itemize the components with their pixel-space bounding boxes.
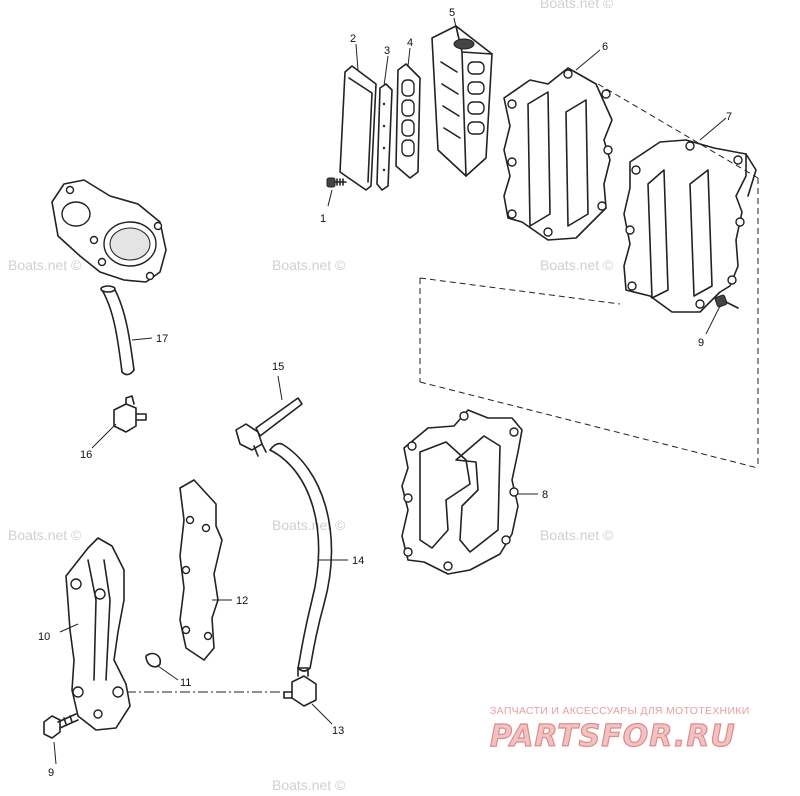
part-fitting-15	[235, 397, 303, 457]
callout-13: 13	[332, 725, 344, 737]
brand-logo: ЗАПЧАСТИ И АКСЕССУАРЫ ДЛЯ МОТОТЕХНИКИ PA…	[489, 705, 750, 755]
callout-9-lower: 9	[48, 767, 54, 779]
watermark: Boats.net ©	[272, 517, 346, 533]
callout-3: 3	[384, 45, 390, 57]
callout-6: 6	[602, 41, 608, 53]
part-plate-12	[179, 479, 223, 661]
watermark: Boats.net ©	[272, 257, 346, 273]
part-fitting-13	[283, 667, 317, 707]
part-cover	[51, 179, 167, 283]
callout-16: 16	[80, 449, 92, 461]
callout-9-upper: 9	[698, 337, 704, 349]
watermark: Boats.net ©	[540, 0, 614, 11]
callout-17: 17	[156, 333, 168, 345]
part-gasket-8	[401, 409, 523, 575]
callout-2: 2	[350, 33, 356, 45]
part-reed-petals-4	[395, 63, 421, 179]
callout-11: 11	[180, 677, 191, 689]
callout-5: 5	[449, 7, 455, 19]
watermark: Boats.net ©	[8, 527, 82, 543]
callout-10: 10	[38, 631, 50, 643]
alignment-lines	[126, 83, 759, 693]
part-reed-block-5	[431, 25, 493, 177]
part-screw-1	[326, 177, 347, 188]
watermark: Boats.net ©	[8, 257, 82, 273]
callout-1: 1	[320, 213, 326, 225]
part-screw-9-upper	[714, 294, 739, 309]
part-gasket-6	[503, 67, 613, 241]
callout-14: 14	[352, 555, 364, 567]
leader-lines	[53, 17, 727, 765]
callout-15: 15	[272, 361, 284, 373]
callout-12: 12	[236, 595, 248, 607]
callout-7: 7	[726, 111, 732, 123]
watermark: Boats.net ©	[540, 257, 614, 273]
part-adapter-plate-7	[623, 139, 757, 313]
part-hose-14	[269, 442, 333, 672]
callout-numbers: 1 2 3 4 5 6 7 8 9 9 10 11 12 13 14 15 16…	[38, 7, 732, 779]
brand-logo-text: PARTSFOR.RU	[490, 719, 736, 754]
part-bolt-9-lower	[43, 713, 79, 739]
watermark: Boats.net ©	[540, 527, 614, 543]
part-strip-3	[376, 83, 393, 191]
part-bracket-10	[65, 537, 131, 731]
callout-4: 4	[407, 37, 413, 49]
brand-subtitle: ЗАПЧАСТИ И АКСЕССУАРЫ ДЛЯ МОТОТЕХНИКИ	[490, 705, 750, 717]
callout-8: 8	[542, 489, 548, 501]
part-hose-17	[100, 285, 135, 376]
part-fitting-16	[113, 395, 147, 433]
part-clip-11	[145, 652, 162, 668]
part-reed-stop-2	[339, 65, 377, 191]
watermark: Boats.net ©	[272, 777, 346, 793]
